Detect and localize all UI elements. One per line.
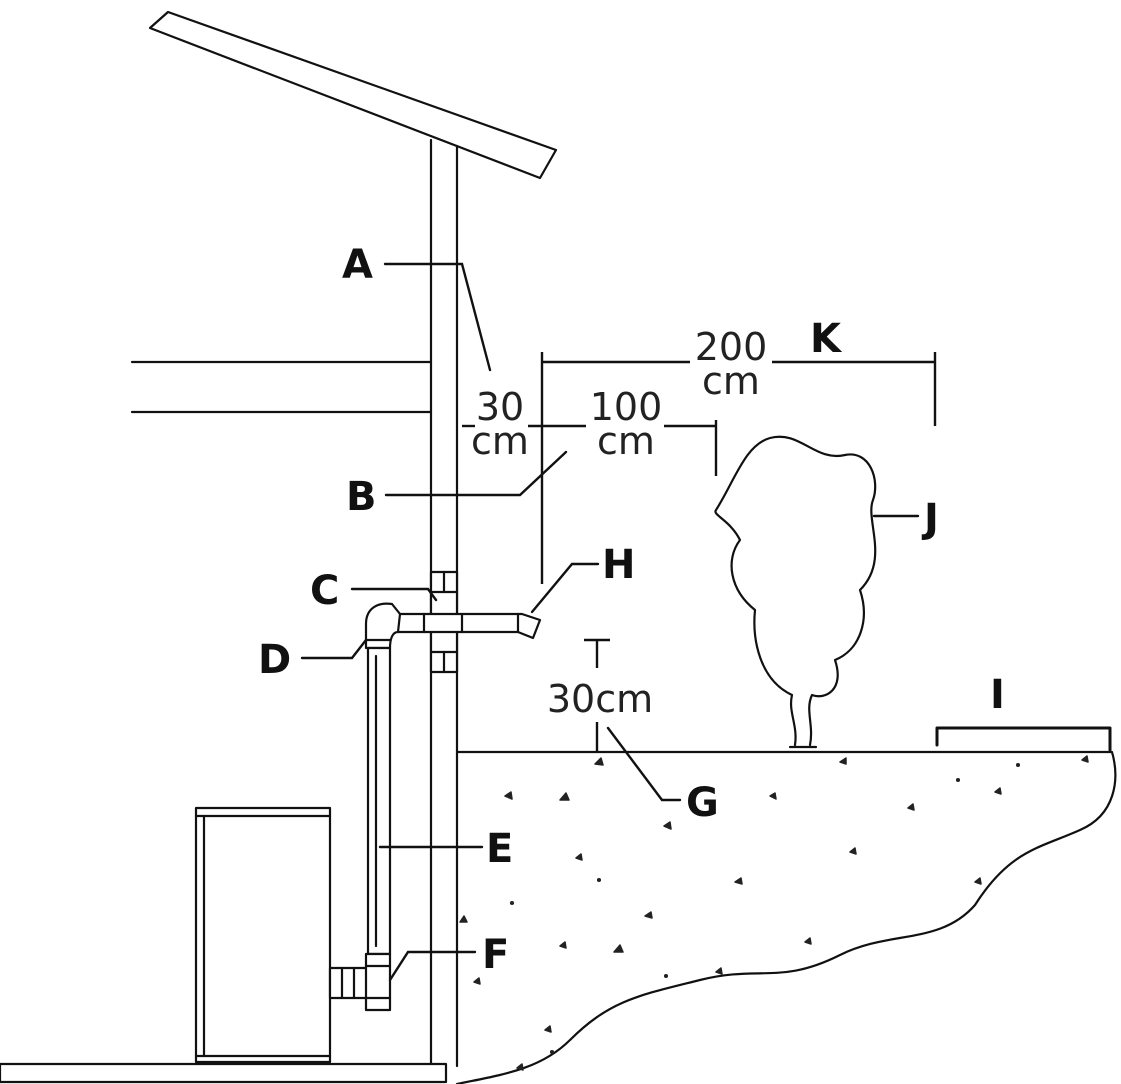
roof-eave [148,10,558,180]
pipe-elbow [364,602,402,650]
measure-ground-clearance: 30cm [547,677,653,721]
window-lines [130,360,433,414]
pipe-tee [328,952,392,1012]
label-I: I [990,672,1005,718]
soil-region [455,750,1117,1084]
horizontal-pipe [386,612,542,640]
leader-lines [300,262,920,982]
label-J: J [921,496,939,542]
measure-30-value: 30 [476,385,524,429]
letter-labels: A B C D E F G H I J K [258,242,1005,978]
tree [714,435,877,749]
label-C: C [310,568,339,614]
measure-100-value: 100 [590,385,663,429]
label-K: K [810,316,843,362]
vertical-pipe [366,646,392,956]
label-E: E [486,826,513,872]
label-D: D [258,637,291,683]
ground-slab [0,1062,448,1084]
label-H: H [602,542,635,588]
label-G: G [686,780,719,826]
label-F: F [482,932,509,978]
measure-100-unit: cm [597,419,655,463]
measurement-labels: 200 cm 30 cm 100 cm 30cm [471,325,767,721]
measure-200-value: 200 [695,325,768,369]
heater-unit [194,806,332,1064]
measure-30-unit: cm [471,419,529,463]
ground-opening [935,726,1112,752]
label-A: A [342,242,373,288]
dimension-lines [462,352,937,752]
soil-specks [459,755,1089,1071]
label-B: B [346,474,377,520]
measure-200-unit: cm [702,359,760,403]
